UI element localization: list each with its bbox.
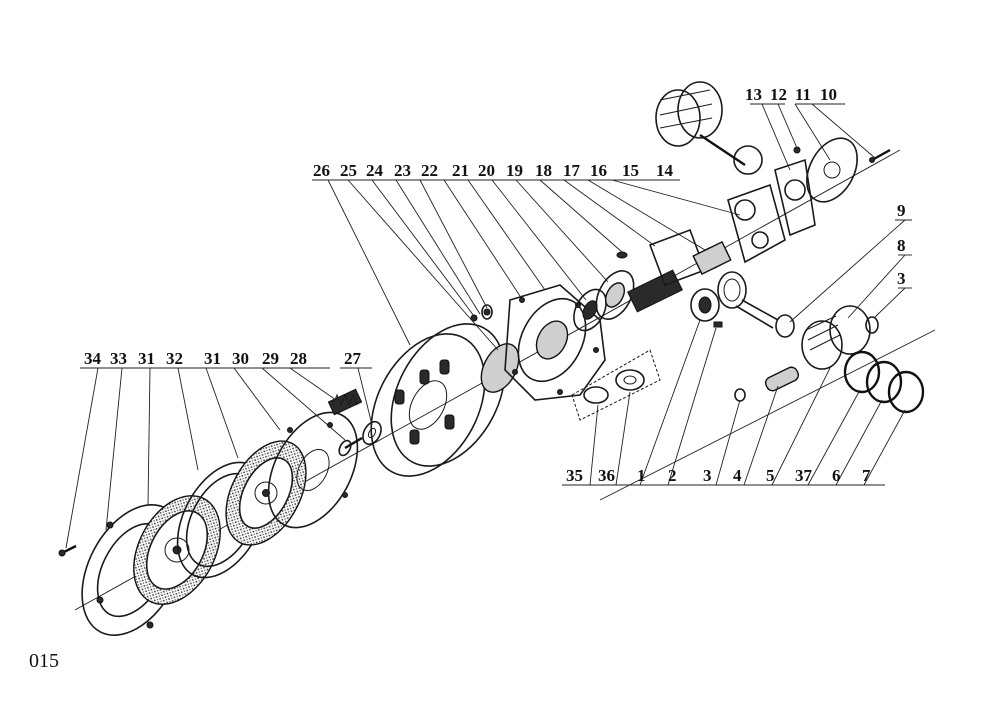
callout-31-left: 31 xyxy=(138,349,155,368)
callout-31-right: 31 xyxy=(204,349,221,368)
callout-6: 6 xyxy=(832,466,841,485)
page-code: 015 xyxy=(29,650,59,672)
piston-pin-4 xyxy=(764,366,800,392)
callout-27: 27 xyxy=(344,349,362,368)
callout-25: 25 xyxy=(340,161,357,180)
callout-34: 34 xyxy=(84,349,102,368)
callout-28: 28 xyxy=(290,349,307,368)
cover-11 xyxy=(806,137,858,203)
friction-disc-31b xyxy=(225,440,307,546)
callout-5: 5 xyxy=(766,466,775,485)
crankshaft-16-18 xyxy=(616,228,707,313)
callout-22: 22 xyxy=(421,161,438,180)
piston-rings-6-7-37 xyxy=(843,350,925,414)
circlip-3-right xyxy=(865,316,879,334)
leader-lines xyxy=(65,103,912,549)
circlip-3-left xyxy=(734,388,746,402)
pressure-plate-30 xyxy=(267,411,359,529)
callout-35: 35 xyxy=(566,466,583,485)
clutch-backplate-21 xyxy=(504,284,606,401)
callout-13: 13 xyxy=(745,85,762,104)
connecting-rod-9 xyxy=(717,271,795,338)
callout-4: 4 xyxy=(733,466,742,485)
callout-2: 2 xyxy=(668,466,677,485)
screw-10 xyxy=(869,148,891,163)
callout-19: 19 xyxy=(506,161,523,180)
callout-15: 15 xyxy=(622,161,639,180)
callout-9: 9 xyxy=(897,201,906,220)
callout-12: 12 xyxy=(770,85,787,104)
callout-1: 1 xyxy=(637,466,646,485)
assembled-piston-view xyxy=(655,81,763,175)
callout-29: 29 xyxy=(262,349,279,368)
callout-3-right: 3 xyxy=(897,269,906,288)
callout-10: 10 xyxy=(820,85,837,104)
callout-33: 33 xyxy=(110,349,127,368)
callout-labels: 13 12 11 10 26 25 24 23 22 21 20 19 18 1… xyxy=(84,85,906,485)
callout-36: 36 xyxy=(598,466,615,485)
callout-18: 18 xyxy=(535,161,552,180)
springs-28 xyxy=(327,388,363,416)
piston-5 xyxy=(801,305,871,370)
washer-27 xyxy=(362,420,382,446)
bolt-29 xyxy=(338,436,363,457)
callout-16: 16 xyxy=(590,161,607,180)
crank-13 xyxy=(774,158,816,237)
clutch-drum-26 xyxy=(370,323,506,477)
callout-17: 17 xyxy=(563,161,581,180)
needle-bearing-1 xyxy=(690,288,720,322)
callout-21: 21 xyxy=(452,161,469,180)
friction-disc-31a xyxy=(133,495,221,605)
bearing-20 xyxy=(573,288,607,332)
callout-11: 11 xyxy=(795,85,811,104)
callout-8: 8 xyxy=(897,236,906,255)
hub-25 xyxy=(480,343,520,393)
washers-35-36 xyxy=(571,349,661,421)
callout-23: 23 xyxy=(394,161,411,180)
screw-34 xyxy=(58,544,77,557)
callout-7: 7 xyxy=(862,466,871,485)
callout-3-bottom: 3 xyxy=(703,466,712,485)
callout-24: 24 xyxy=(366,161,384,180)
crank-web-14 xyxy=(727,183,786,264)
callout-37: 37 xyxy=(795,466,813,485)
callout-20: 20 xyxy=(478,161,495,180)
callout-32: 32 xyxy=(166,349,183,368)
seal-19 xyxy=(595,270,635,320)
callout-14: 14 xyxy=(656,161,674,180)
pin-2 xyxy=(713,321,723,328)
callout-26: 26 xyxy=(313,161,330,180)
callout-30: 30 xyxy=(232,349,249,368)
small-parts-22-24 xyxy=(470,304,493,322)
bearing-15 xyxy=(692,241,732,275)
